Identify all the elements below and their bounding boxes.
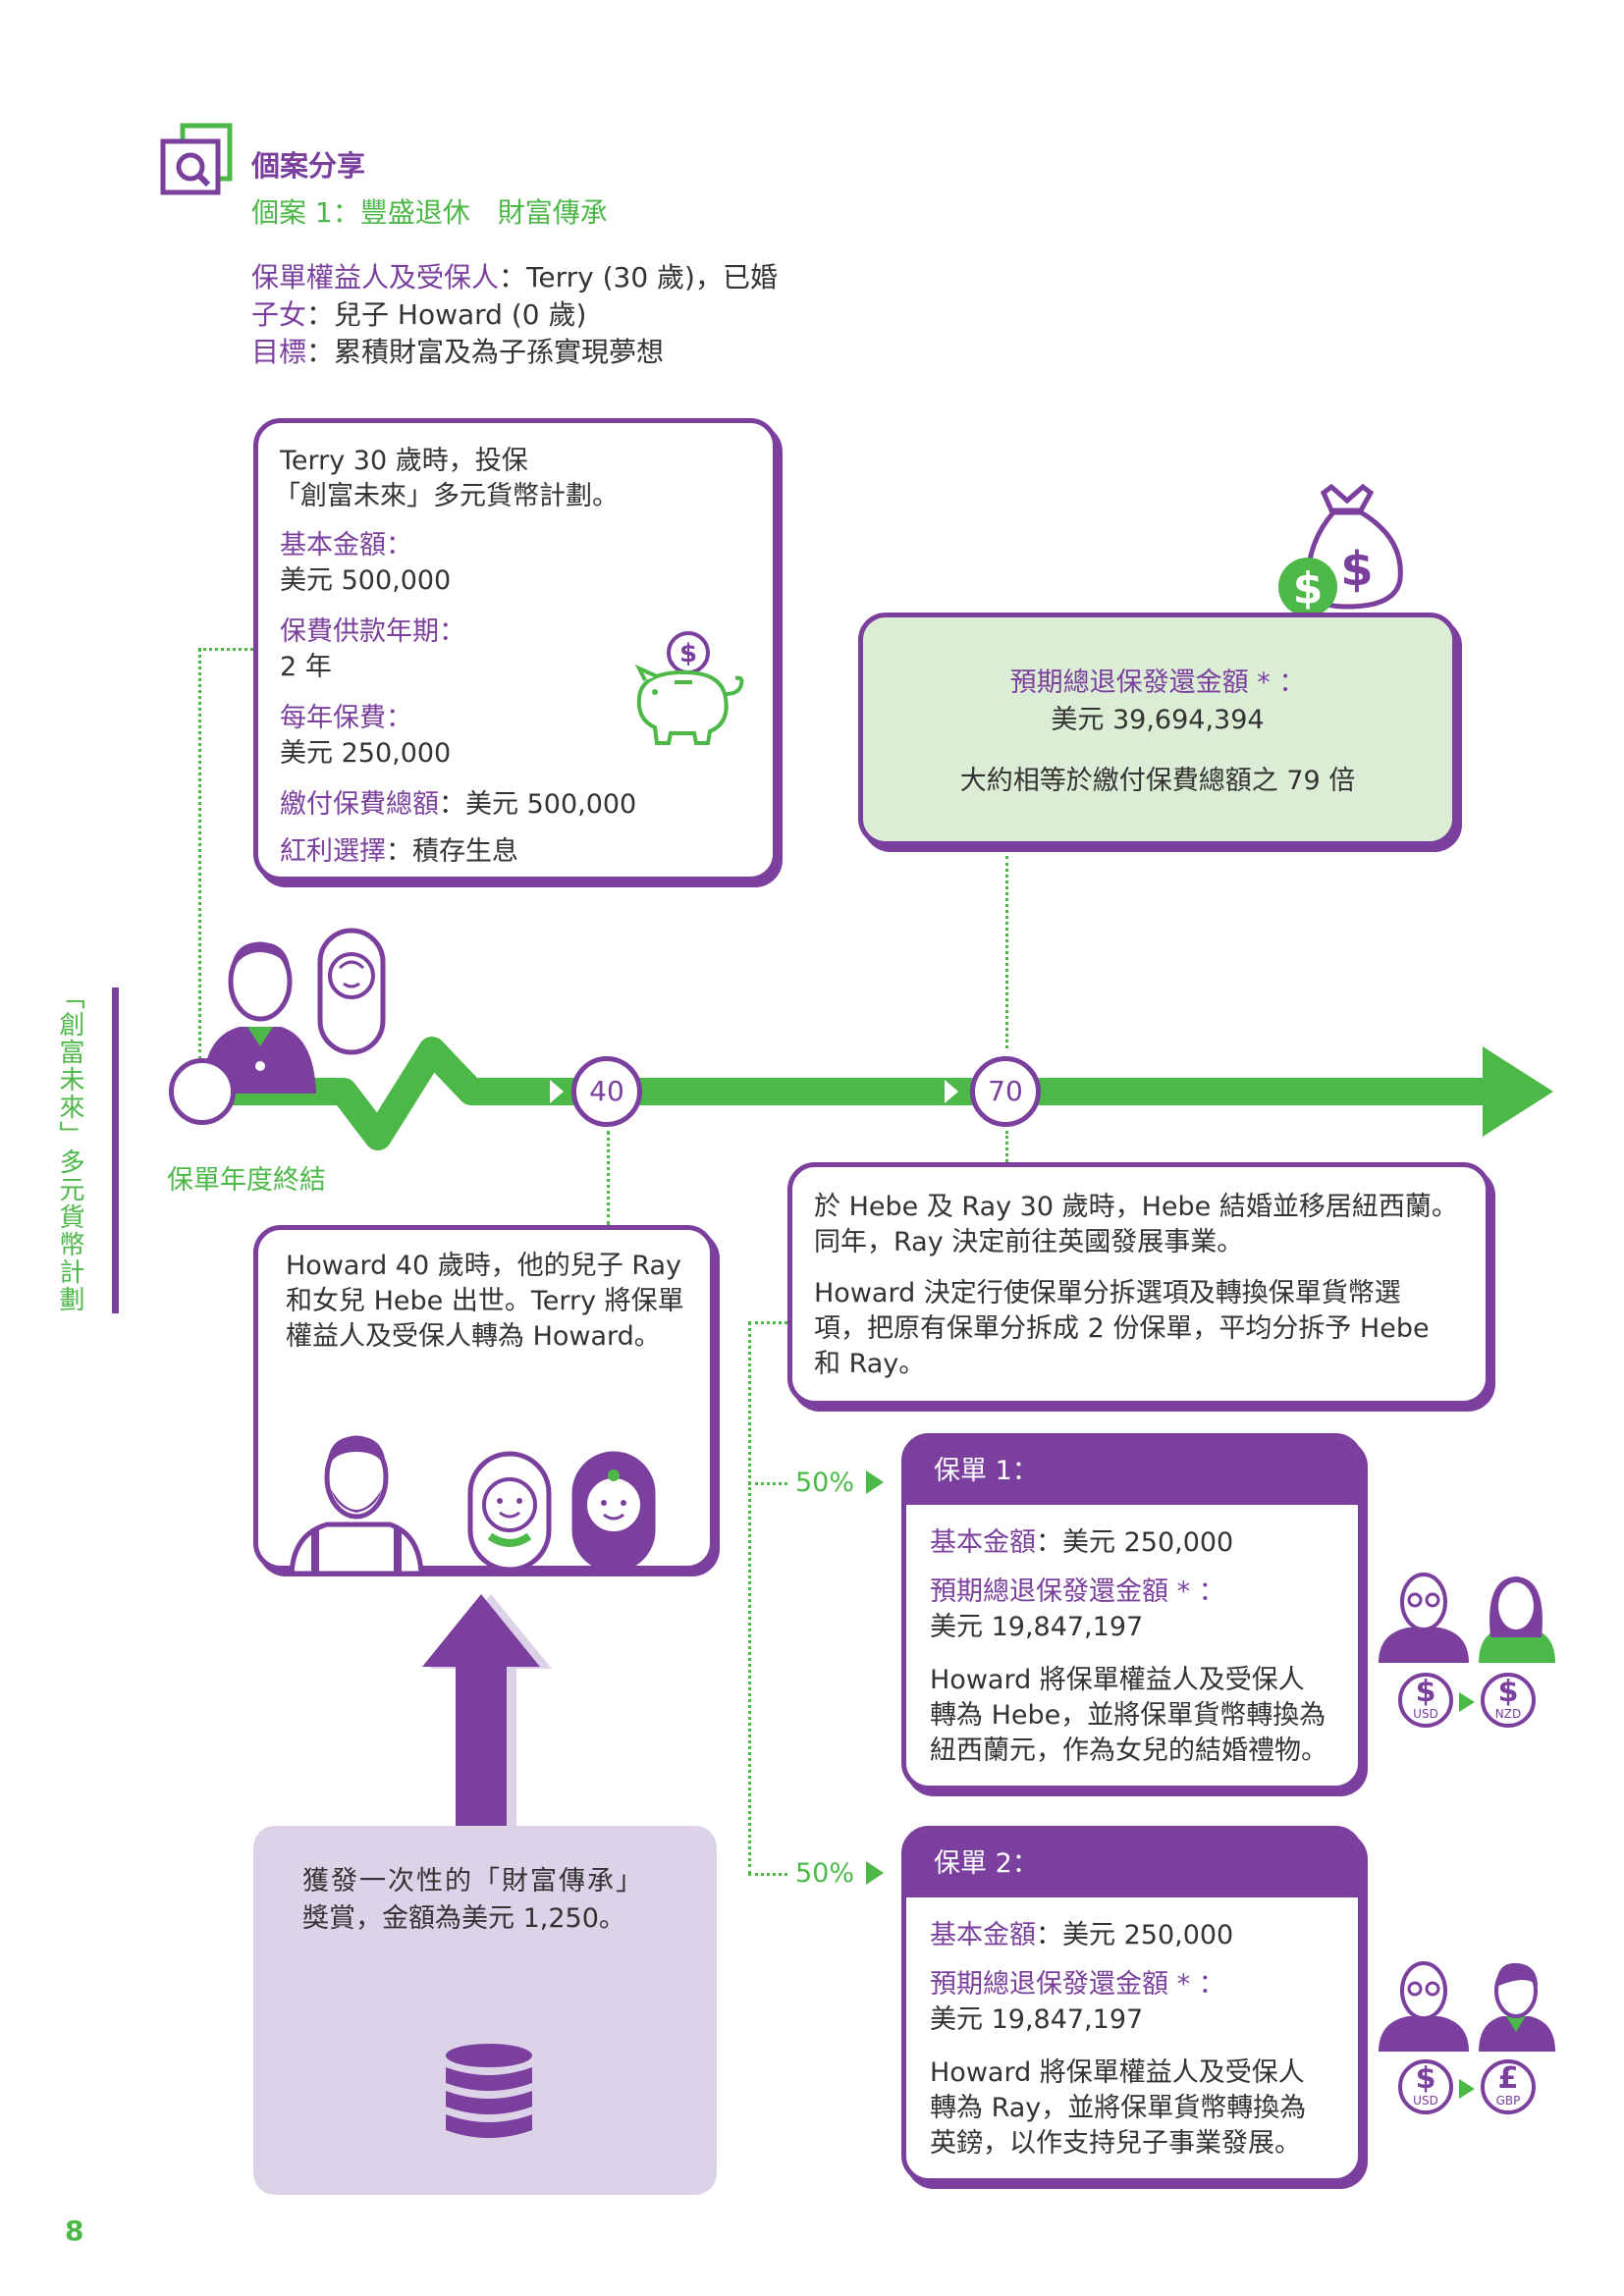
piggy-bank-icon: $ xyxy=(634,631,744,745)
total-premium-value: ：美元 500,000 xyxy=(439,789,637,820)
plan-intro-2: 「創富未來」多元貨幣計劃。 xyxy=(274,481,619,511)
policy2-box: 保單 2： 基本金額：美元 250,000 預期總退保發還金額 * ： 美元 1… xyxy=(901,1826,1363,2183)
payment-term-label: 保費供款年期： xyxy=(280,616,465,647)
policy1-convert-arrow xyxy=(1459,1692,1475,1712)
page-number: 8 xyxy=(65,2215,84,2247)
age70-event-box: 於 Hebe 及 Ray 30 歲時，Hebe 結婚並移居紐西蘭。 同年，Ray… xyxy=(787,1162,1490,1406)
basic-amount-value: 美元 500,000 xyxy=(280,565,452,596)
policy2-desc-2: 轉為 Ray，並將保單貨幣轉換為 xyxy=(930,2093,1307,2123)
retirement-label: 預期總退保發還金額 * ： xyxy=(1009,667,1306,698)
policy2-to-currency-icon: £ GBP xyxy=(1481,2059,1536,2114)
case-search-icon xyxy=(160,123,233,195)
annual-premium-label: 每年保費： xyxy=(280,703,412,733)
child-label: 子女 xyxy=(251,298,307,331)
retirement-value: 美元 39,694,394 xyxy=(1051,705,1265,735)
dividend-line: 紅利選擇：積存生息 xyxy=(280,833,518,871)
policy2-split-arrow xyxy=(866,1861,884,1885)
policy2-basic-label: 基本金額 xyxy=(930,1920,1036,1950)
svg-text:$: $ xyxy=(1293,563,1324,614)
goal-label: 目標 xyxy=(251,336,307,368)
child-value: ：兒子 Howard (0 歲) xyxy=(306,298,587,331)
policy2-basic-line: 基本金額：美元 250,000 xyxy=(930,1917,1233,1954)
grandfather-grandson-icon xyxy=(1379,1961,1555,2052)
age70-text-5: 和 Ray。 xyxy=(814,1349,926,1379)
policy2-desc-1: Howard 將保單權益人及受保人 xyxy=(930,2057,1305,2088)
money-bag-icon: $ $ xyxy=(1278,483,1403,616)
age70-text-2: 同年，Ray 決定前往英國發展事業。 xyxy=(814,1227,1244,1257)
policy1-basic-value: ：美元 250,000 xyxy=(1036,1527,1234,1558)
policy1-basic-label: 基本金額 xyxy=(930,1527,1036,1558)
age40-text-1: Howard 40 歲時，他的兒子 Ray xyxy=(286,1251,682,1281)
basic-amount-label: 基本金額： xyxy=(280,530,412,561)
bonus-box: 獲發一次性的「財富傳承」 獎賞，金額為美元 1,250。 xyxy=(253,1826,717,2195)
policy1-title: 保單 1： xyxy=(906,1438,1358,1505)
policy1-desc-1: Howard 將保單權益人及受保人 xyxy=(930,1665,1305,1695)
milestone-40: 40 xyxy=(571,1056,642,1127)
policy1-from-currency: USD xyxy=(1413,1707,1438,1721)
payment-term-value: 2 年 xyxy=(280,652,332,682)
age70-text-4: 項，把原有保單分拆成 2 份保單，平均分拆予 Hebe xyxy=(814,1313,1430,1344)
plan-intro-1: Terry 30 歲時，投保 xyxy=(280,446,528,476)
retirement-note: 大約相等於繳付保費總額之 79 倍 xyxy=(959,766,1356,796)
policy1-desc-2: 轉為 Hebe，並將保單貨幣轉換為 xyxy=(930,1700,1326,1731)
total-premium-label: 繳付保費總額 xyxy=(280,789,439,820)
coin-stack-icon xyxy=(446,2044,532,2138)
dividend-value: ：積存生息 xyxy=(386,836,518,867)
milestone-70: 70 xyxy=(970,1056,1041,1127)
family-icon xyxy=(289,1435,656,1574)
goal-line: 目標：累積財富及為子孫實現夢想 xyxy=(251,334,664,371)
retirement-value-box: 預期總退保發還金額 * ： 美元 39,694,394 大約相等於繳付保費總額之… xyxy=(858,613,1457,846)
policy2-surrender-value: 美元 19,847,197 xyxy=(930,2004,1144,2035)
policy1-split: 50% xyxy=(795,1468,855,1498)
age70-text-3: Howard 決定行使保單分拆選項及轉換保單貨幣選 xyxy=(814,1278,1401,1308)
plan-details-box: Terry 30 歲時，投保 「創富未來」多元貨幣計劃。 基本金額： 美元 50… xyxy=(253,418,778,881)
case-title: 個案 1：豐盛退休 財富傳承 xyxy=(251,196,608,229)
bonus-text-2: 獎賞，金額為美元 1,250。 xyxy=(302,1903,625,1934)
timeline-start-label: 保單年度終結 xyxy=(167,1165,326,1196)
svg-text:$: $ xyxy=(679,639,697,668)
policyholder-value: ：Terry (30 歲)，已婚 xyxy=(499,261,778,294)
annual-premium-value: 美元 250,000 xyxy=(280,738,452,769)
policy2-basic-value: ：美元 250,000 xyxy=(1036,1920,1234,1950)
policy2-to-currency: GBP xyxy=(1495,2094,1521,2108)
up-arrow xyxy=(422,1594,552,1826)
policy1-to-currency-icon: $ NZD xyxy=(1481,1673,1536,1728)
goal-value: ：累積財富及為子孫實現夢想 xyxy=(306,336,665,368)
policy1-box: 保單 1： 基本金額：美元 250,000 預期總退保發還金額 * ： 美元 1… xyxy=(901,1433,1363,1790)
age40-event-box: Howard 40 歲時，他的兒子 Ray 和女兒 Hebe 出世。Terry … xyxy=(253,1225,715,1574)
age70-text-1: 於 Hebe 及 Ray 30 歲時，Hebe 結婚並移居紐西蘭。 xyxy=(814,1192,1458,1222)
policyholder-label: 保單權益人及受保人 xyxy=(251,261,500,294)
policy2-surrender-label: 預期總退保發還金額 * ： xyxy=(930,1969,1225,2000)
policy2-title: 保單 2： xyxy=(906,1831,1358,1897)
side-label-bar xyxy=(112,988,119,1313)
policy1-from-currency-icon: $ USD xyxy=(1398,1673,1453,1728)
grandfather-granddaughter-icon xyxy=(1379,1573,1555,1663)
plan-side-label: 「創富未來」多元貨幣計劃 xyxy=(55,984,84,1313)
policy2-desc-3: 英鎊，以作支持兒子事業發展。 xyxy=(930,2128,1301,2159)
timeline-start-marker xyxy=(169,1058,236,1125)
policy1-split-arrow xyxy=(866,1470,884,1494)
policy1-desc-3: 紐西蘭元，作為女兒的結婚禮物。 xyxy=(930,1735,1327,1766)
age40-text-2: 和女兒 Hebe 出世。Terry 將保單 xyxy=(286,1286,684,1316)
section-title: 個案分享 xyxy=(251,149,366,183)
age40-text-3: 權益人及受保人轉為 Howard。 xyxy=(286,1321,661,1352)
policy2-from-currency-icon: $ USD xyxy=(1398,2059,1453,2114)
policy1-to-currency: NZD xyxy=(1494,1707,1522,1721)
policy1-surrender-value: 美元 19,847,197 xyxy=(930,1612,1144,1642)
policy2-split: 50% xyxy=(795,1858,855,1889)
bonus-text-1: 獲發一次性的「財富傳承」 xyxy=(302,1866,644,1896)
policy1-basic-line: 基本金額：美元 250,000 xyxy=(930,1524,1233,1562)
policy2-from-currency: USD xyxy=(1413,2094,1438,2108)
policyholder-line: 保單權益人及受保人：Terry (30 歲)，已婚 xyxy=(251,259,778,296)
total-premium-line: 繳付保費總額：美元 500,000 xyxy=(280,786,636,824)
svg-text:$: $ xyxy=(1340,542,1373,597)
child-line: 子女：兒子 Howard (0 歲) xyxy=(251,296,586,334)
dividend-label: 紅利選擇 xyxy=(280,836,386,867)
policy2-convert-arrow xyxy=(1459,2079,1475,2099)
policy1-surrender-label: 預期總退保發還金額 * ： xyxy=(930,1576,1225,1607)
